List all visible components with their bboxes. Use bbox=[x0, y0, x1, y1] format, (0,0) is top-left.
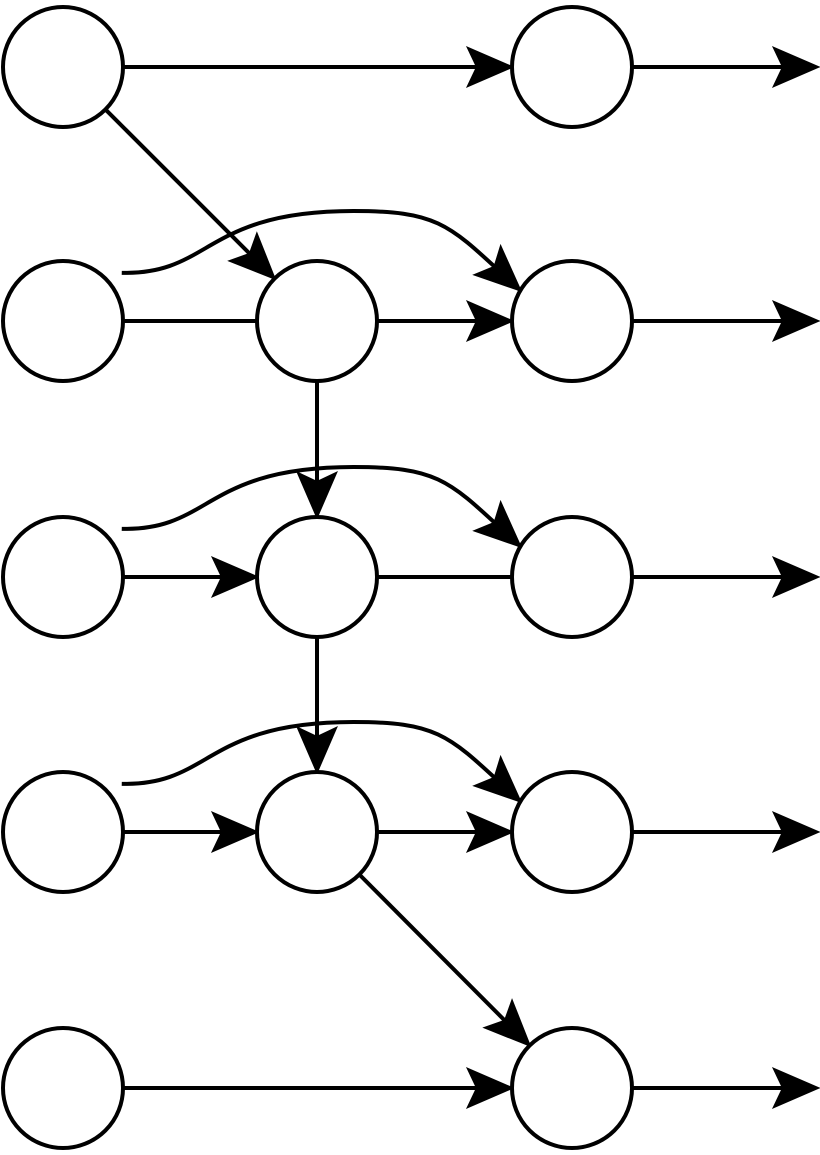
edge-r3c1-to-r3c3 bbox=[121, 464, 522, 548]
arrowhead-r4c2-to-r4c3 bbox=[465, 811, 515, 853]
nodes-layer bbox=[1, 5, 634, 1150]
arrowheads-layer bbox=[210, 46, 820, 1109]
arrowhead-r3c3-to-out-3 bbox=[771, 556, 820, 598]
arrowhead-r1c3-to-out-1 bbox=[771, 46, 820, 88]
node-r4c1 bbox=[1, 770, 125, 894]
arrowhead-r2c1-to-r2c3 bbox=[472, 243, 523, 293]
arrowhead-r3c2-to-r4c2 bbox=[296, 725, 338, 775]
arrowhead-r4c1-to-r4c3 bbox=[472, 754, 523, 804]
node-r2c1 bbox=[1, 259, 125, 383]
node-r5c1 bbox=[1, 1026, 125, 1150]
edge-r2c1-to-r2c3 bbox=[121, 208, 522, 292]
arrowhead-r4c1-to-r4c2 bbox=[210, 811, 260, 853]
node-r3c1 bbox=[1, 515, 125, 639]
edge-r4c1-to-r4c3 bbox=[121, 719, 522, 803]
arrowhead-r3c1-to-r3c2 bbox=[210, 556, 260, 598]
node-r5c3 bbox=[510, 1026, 634, 1150]
arrowhead-r1c1-to-r1c3 bbox=[465, 46, 515, 88]
edge-r4c2-to-r5c3 bbox=[357, 873, 507, 1023]
arrowhead-r2c2-to-r3c2 bbox=[296, 470, 338, 520]
arrowhead-r2c2-to-r2c3 bbox=[465, 300, 515, 342]
node-r4c2 bbox=[255, 770, 379, 894]
arrowhead-r4c3-to-out-4 bbox=[771, 811, 820, 853]
arrowhead-r4c2-to-r5c3 bbox=[482, 998, 532, 1048]
node-r1c3 bbox=[510, 5, 634, 129]
arrowhead-r3c1-to-r3c3 bbox=[472, 499, 523, 549]
node-r2c3 bbox=[510, 259, 634, 383]
node-r3c3 bbox=[510, 515, 634, 639]
node-r3c2 bbox=[255, 515, 379, 639]
node-r1c1 bbox=[1, 5, 125, 129]
arrowhead-r5c1-to-r5c3 bbox=[465, 1067, 515, 1109]
edge-r1c1-to-r2c2 bbox=[104, 108, 252, 256]
arrowhead-r2c3-to-out-2 bbox=[771, 300, 820, 342]
arrowhead-r5c3-to-out-5 bbox=[771, 1067, 820, 1109]
arrowhead-r1c1-to-r2c2 bbox=[227, 231, 277, 281]
edges-layer bbox=[104, 65, 783, 1090]
node-r4c3 bbox=[510, 770, 634, 894]
node-r2c2 bbox=[255, 259, 379, 383]
